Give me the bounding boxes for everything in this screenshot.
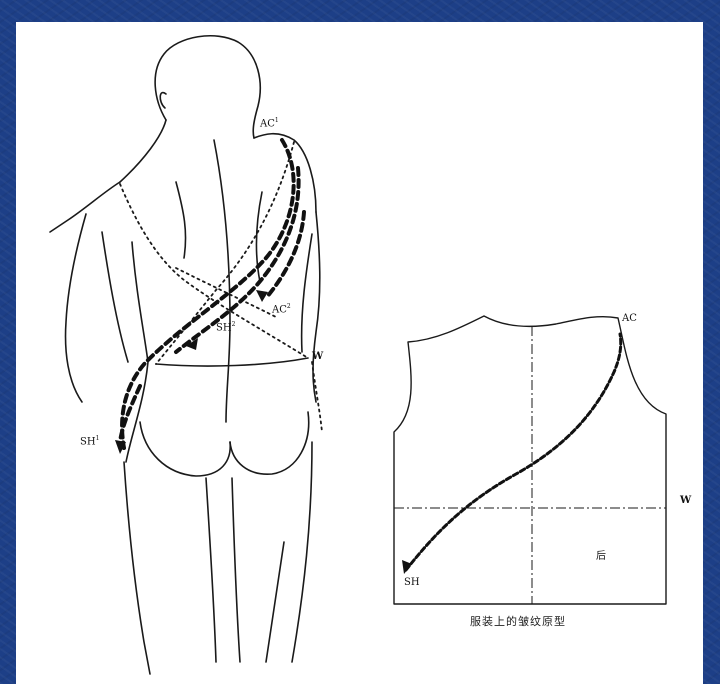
label-ac2: AC2: [272, 304, 291, 315]
neck-left: [120, 120, 166, 182]
head-outline: [155, 36, 260, 138]
left-arm-lower: [66, 214, 86, 402]
diagram-panel: AC1 AC2 SH2 SH1 W AC W SH 后 服装上的皱纹原型: [16, 22, 703, 684]
left-torso-side: [126, 242, 148, 462]
back-muscle-1: [176, 182, 186, 258]
left-shoulder-arm: [50, 182, 120, 232]
pattern-caption: 服装上的皱纹原型: [470, 613, 566, 629]
buttocks-right: [230, 412, 309, 474]
label-sh-pattern: SH: [404, 578, 420, 588]
spine: [214, 140, 230, 422]
left-leg-inner: [206, 478, 216, 662]
label-ac1: AC1: [260, 118, 279, 129]
pattern-drape-fold: [406, 334, 621, 570]
label-w-pattern: W: [680, 496, 691, 506]
arrow-ac2: [256, 290, 268, 302]
label-ac-pattern: AC: [622, 314, 637, 324]
right-leg-inner: [232, 478, 240, 662]
left-leg-outer: [124, 462, 150, 674]
right-leg-outer: [292, 442, 312, 662]
right-back-edge: [302, 234, 312, 352]
label-sh2: SH2: [216, 322, 235, 333]
pattern-outline: [394, 316, 666, 604]
drape-fold-second: [176, 168, 299, 352]
ear: [160, 93, 166, 108]
waist-line: [156, 358, 308, 366]
back-figure-illustration: [16, 22, 703, 684]
buttocks-left: [140, 422, 230, 476]
label-w-figure: W: [312, 352, 323, 362]
dotted-left-shoulder-down: [120, 184, 308, 358]
left-arm-inner: [102, 232, 128, 362]
right-calf: [266, 542, 284, 662]
label-sh1: SH1: [80, 436, 99, 447]
label-back-mark: 后: [596, 552, 606, 562]
